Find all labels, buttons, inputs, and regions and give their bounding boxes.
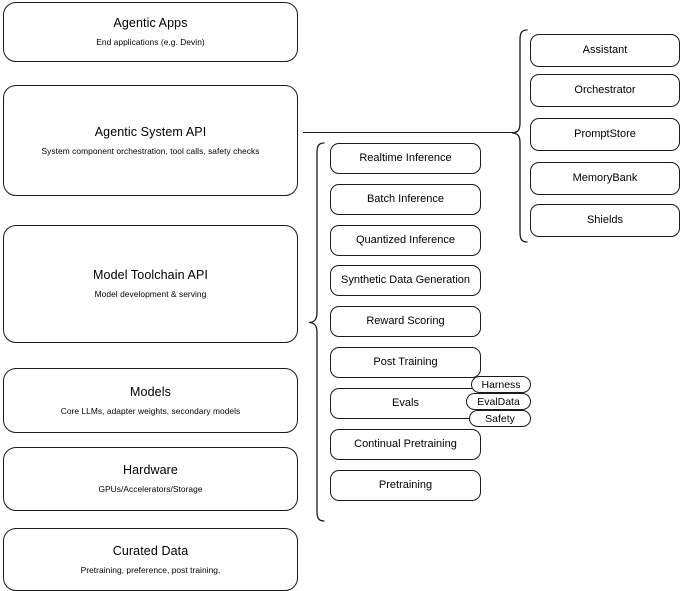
layer-title: Hardware: [123, 463, 178, 478]
layer-card-curated-data[interactable]: Curated Data Pretraining, preference, po…: [3, 528, 298, 591]
layer-card-models[interactable]: Models Core LLMs, adapter weights, secon…: [3, 368, 298, 433]
capability-box-realtime-inference[interactable]: Realtime Inference: [330, 143, 481, 174]
eval-badge-label: Safety: [485, 412, 515, 425]
capability-box-batch-inference[interactable]: Batch Inference: [330, 184, 481, 215]
eval-badge-evaldata[interactable]: EvalData: [466, 393, 531, 410]
layer-card-model-toolchain-api[interactable]: Model Toolchain API Model development & …: [3, 225, 298, 343]
component-label: Orchestrator: [574, 83, 636, 96]
layer-subtitle: Model development & serving: [94, 289, 207, 300]
capability-label: Quantized Inference: [355, 233, 456, 246]
capability-box-synthetic-data-generation[interactable]: Synthetic Data Generation: [330, 265, 481, 296]
brace-system-components: [511, 29, 528, 243]
layer-subtitle: End applications (e.g. Devin): [96, 37, 205, 48]
capability-box-post-training[interactable]: Post Training: [330, 347, 481, 378]
capability-box-pretraining[interactable]: Pretraining: [330, 470, 481, 501]
component-box-memorybank[interactable]: MemoryBank: [530, 162, 680, 195]
capability-label: Batch Inference: [366, 192, 445, 205]
component-box-assistant[interactable]: Assistant: [530, 34, 680, 67]
layer-title: Agentic System API: [94, 124, 207, 139]
component-label: MemoryBank: [572, 171, 638, 184]
component-label: PromptStore: [574, 127, 636, 140]
capability-label: Reward Scoring: [366, 314, 445, 327]
capability-label: Evals: [392, 396, 419, 409]
brace-toolchain-capabilities: [308, 142, 325, 522]
layer-card-agentic-apps[interactable]: Agentic Apps End applications (e.g. Devi…: [3, 2, 298, 62]
capability-label: Synthetic Data Generation: [340, 273, 471, 286]
capability-label: Pretraining: [378, 478, 433, 491]
layer-title: Models: [130, 384, 171, 399]
layer-card-hardware[interactable]: Hardware GPUs/Accelerators/Storage: [3, 447, 298, 511]
layer-subtitle: System component orchestration, tool cal…: [41, 145, 260, 156]
layer-card-agentic-system-api[interactable]: Agentic System API System component orch…: [3, 85, 298, 196]
eval-badge-label: Harness: [481, 378, 521, 391]
capability-box-evals[interactable]: Evals: [330, 388, 481, 419]
layer-subtitle: Pretraining, preference, post training.: [80, 564, 221, 575]
capability-label: Continual Pretraining: [354, 437, 457, 450]
capability-label: Post Training: [373, 355, 438, 368]
capability-label: Realtime Inference: [359, 151, 452, 164]
eval-badge-label: EvalData: [477, 395, 520, 408]
layer-subtitle: GPUs/Accelerators/Storage: [98, 484, 203, 495]
layer-subtitle: Core LLMs, adapter weights, secondary mo…: [60, 405, 241, 416]
component-box-promptstore[interactable]: PromptStore: [530, 118, 680, 151]
connector-line-system-api-to-components: [303, 132, 513, 134]
layer-title: Curated Data: [112, 543, 189, 558]
component-label: Assistant: [582, 43, 628, 56]
eval-badge-harness[interactable]: Harness: [471, 376, 531, 393]
eval-badge-safety[interactable]: Safety: [469, 410, 531, 427]
capability-box-continual-pretraining[interactable]: Continual Pretraining: [330, 429, 481, 460]
layer-title: Model Toolchain API: [93, 268, 208, 283]
component-box-orchestrator[interactable]: Orchestrator: [530, 74, 680, 107]
component-box-shields[interactable]: Shields: [530, 204, 680, 237]
component-label: Shields: [586, 213, 624, 226]
capability-box-reward-scoring[interactable]: Reward Scoring: [330, 306, 481, 337]
layer-title: Agentic Apps: [113, 16, 188, 31]
capability-box-quantized-inference[interactable]: Quantized Inference: [330, 225, 481, 256]
